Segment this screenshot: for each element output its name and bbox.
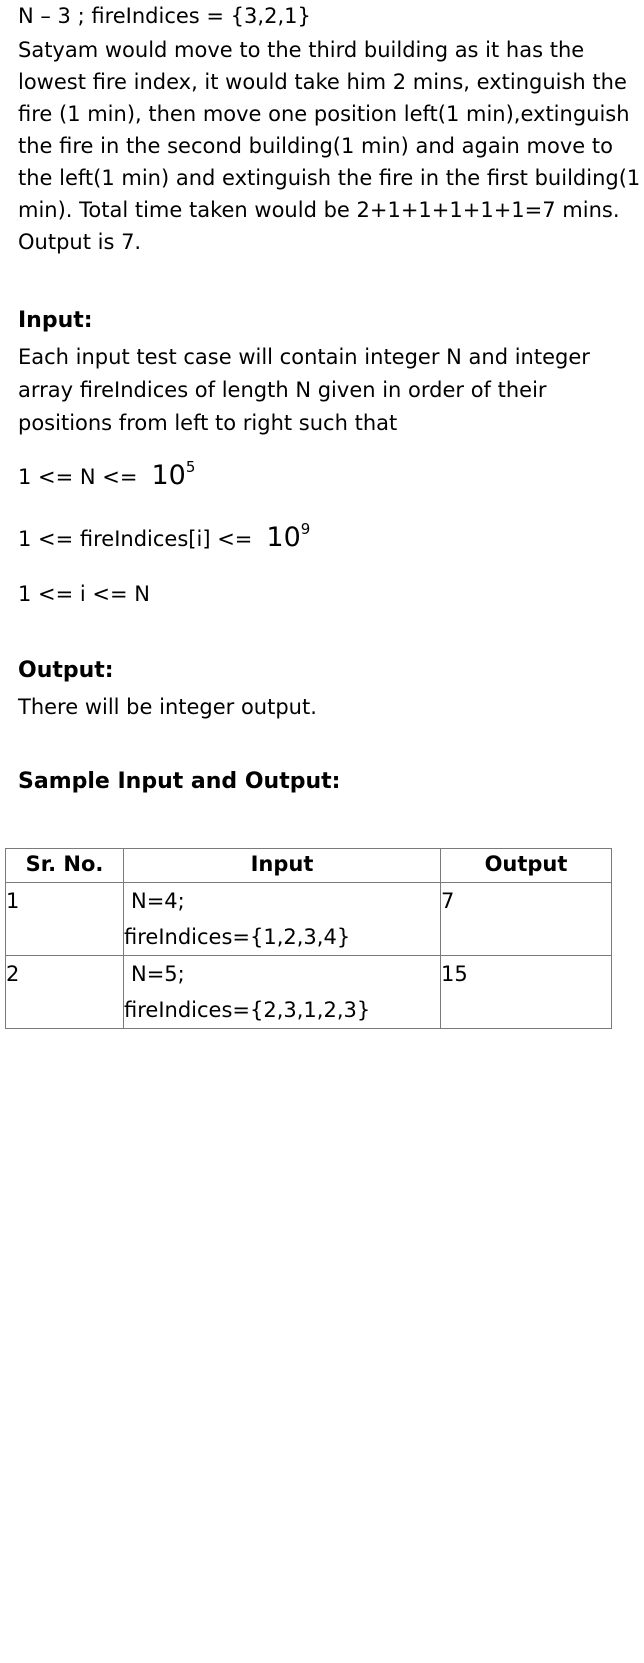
example-input-line: N – 3 ; fireIndices = {3,2,1} <box>18 4 311 28</box>
constraint-n-exponent: 5 <box>185 458 196 476</box>
cell-output: 15 <box>440 955 612 1029</box>
input-heading: Input: <box>18 308 93 333</box>
header-sr-no: Sr. No. <box>5 848 124 883</box>
output-heading: Output: <box>18 658 114 683</box>
constraint-i: 1 <= i <= N <box>18 574 150 614</box>
header-output: Output <box>440 848 612 883</box>
constraint-fire-prefix: 1 <= fireIndices[i] <= <box>18 527 253 551</box>
input-description: Each input test case will contain intege… <box>18 345 590 435</box>
cell-input: N=5; fireIndices={2,3,1,2,3} <box>123 955 441 1029</box>
constraint-n: 1 <= N <= 105 <box>18 456 195 499</box>
constraint-fire-base: 10 <box>266 522 301 553</box>
cell-sr: 1 <box>5 882 124 956</box>
cell-input: N=4; fireIndices={1,2,3,4} <box>123 882 441 956</box>
example-explanation: Satyam would move to the third building … <box>18 38 641 254</box>
constraint-n-base: 10 <box>151 460 186 491</box>
table-header-row: Sr. No. Input Output <box>5 848 612 883</box>
constraint-n-prefix: 1 <= N <= <box>18 465 138 489</box>
cell-sr: 2 <box>5 955 124 1029</box>
constraint-fire-indices: 1 <= fireIndices[i] <= 109 <box>18 518 310 561</box>
cell-input-n: N=5; <box>131 962 185 986</box>
constraint-i-text: 1 <= i <= N <box>18 582 150 606</box>
table-row: 2 N=5; fireIndices={2,3,1,2,3} 15 <box>5 955 612 1029</box>
sample-table: Sr. No. Input Output 1 N=4; fireIndices=… <box>5 848 612 1029</box>
header-input: Input <box>123 848 441 883</box>
cell-input-array: fireIndices={2,3,1,2,3} <box>124 998 371 1022</box>
table-row: 1 N=4; fireIndices={1,2,3,4} 7 <box>5 882 612 956</box>
cell-input-n: N=4; <box>131 889 185 913</box>
output-description: There will be integer output. <box>18 695 317 719</box>
cell-input-array: fireIndices={1,2,3,4} <box>124 925 351 949</box>
constraint-fire-exponent: 9 <box>300 520 311 538</box>
cell-output: 7 <box>440 882 612 956</box>
sample-heading: Sample Input and Output: <box>18 769 341 794</box>
